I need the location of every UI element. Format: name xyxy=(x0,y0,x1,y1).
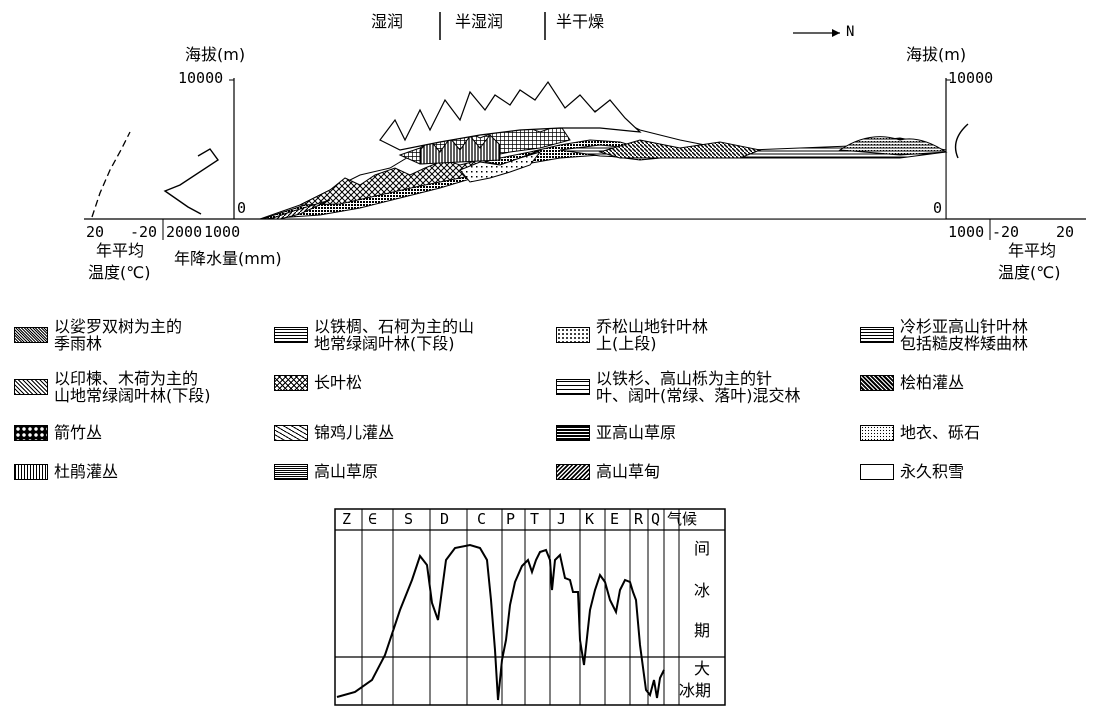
legend-swatch-hlines xyxy=(860,327,894,343)
left-altitude-top: 10000 xyxy=(178,69,224,87)
climate-header-cell: Q xyxy=(651,510,661,528)
left-precip-tick-2000: 2000 xyxy=(166,223,203,241)
legend-item: 以印楝、木荷为主的 山地常绿阔叶林(下段) xyxy=(14,370,211,404)
legend-label: 长叶松 xyxy=(314,373,363,392)
legend-label: 冷杉亚高山针叶林 包括糙皮桦矮曲林 xyxy=(900,317,1029,353)
legend-label: 锦鸡儿灌丛 xyxy=(314,423,395,442)
legend-swatch-blank xyxy=(860,463,894,480)
legend-item: 高山草原 xyxy=(274,463,378,480)
legend-item: 地衣、砾石 xyxy=(860,424,980,441)
legend-item: 以铁杉、高山栎为主的针 叶、阔叶(常绿、落叶)混交林 xyxy=(556,370,801,404)
legend-item: 高山草甸 xyxy=(556,463,660,480)
legend-label: 以铁椆、石柯为主的山 地常绿阔叶林(下段) xyxy=(314,317,475,353)
legend-label: 以印楝、木荷为主的 山地常绿阔叶林(下段) xyxy=(54,369,211,405)
climate-header-cell: 气候 xyxy=(667,510,698,528)
climate-header-cell: R xyxy=(634,510,644,528)
legend-item: 亚高山草原 xyxy=(556,424,676,441)
right-temp-label-1: 年平均 xyxy=(1008,241,1057,260)
interglacial-char-3: 期 xyxy=(694,621,711,640)
legend-swatch-dark-check xyxy=(556,424,590,441)
zone-humid: 湿润 xyxy=(371,12,404,31)
zone-subhumid: 半湿润 xyxy=(455,12,504,31)
right-temp-tick-20: 20 xyxy=(1056,223,1075,241)
legend-label: 杜鹃灌丛 xyxy=(54,462,119,481)
left-altitude-title: 海拔(m) xyxy=(185,45,246,64)
legend-label: 高山草原 xyxy=(314,462,379,481)
left-temp-tick-20: 20 xyxy=(86,223,105,241)
climate-header-cell: J xyxy=(557,510,567,528)
legend-swatch-zigzag xyxy=(274,424,308,441)
climate-header-cell: E xyxy=(610,510,620,528)
glacial-char-1: 大 xyxy=(694,659,711,678)
left-temp-label-1: 年平均 xyxy=(96,241,145,260)
legend-label: 以铁杉、高山栎为主的针 叶、阔叶(常绿、落叶)混交林 xyxy=(596,369,801,405)
legend-label: 箭竹丛 xyxy=(54,423,103,442)
climate-header-cell: P xyxy=(506,510,516,528)
legend-label: 乔松山地针叶林 上(上段) xyxy=(596,317,709,353)
legend-swatch-backdiag xyxy=(556,463,590,480)
legend-label: 地衣、砾石 xyxy=(900,423,981,442)
legend-item: 以铁椆、石柯为主的山 地常绿阔叶林(下段) xyxy=(274,318,474,352)
interglacial-char-1: 间 xyxy=(694,539,711,558)
legend-swatch-bamboo xyxy=(14,424,48,441)
left-precip-label: 年降水量(mm) xyxy=(174,249,282,268)
interglacial-char-2: 冰 xyxy=(694,581,711,600)
climate-header-cell: S xyxy=(404,510,414,528)
left-altitude-zero: 0 xyxy=(237,199,247,217)
legend-swatch-speckle xyxy=(860,424,894,441)
left-temp-tick-minus20: -20 xyxy=(130,223,158,241)
legend-swatch-fine-hatch xyxy=(274,463,308,480)
legend-label: 亚高山草原 xyxy=(596,423,677,442)
climate-header-cell: C xyxy=(477,510,487,528)
legend-swatch-bricks xyxy=(556,379,590,395)
left-precip-tick-1000: 1000 xyxy=(204,223,241,241)
right-temp-tick-minus20: -20 xyxy=(992,223,1020,241)
legend-swatch-grid xyxy=(274,327,308,343)
legend-swatch-diag xyxy=(14,379,48,395)
legend-swatch-cross xyxy=(274,374,308,391)
left-temp-label-2: 温度(℃) xyxy=(88,263,151,282)
north-label: N xyxy=(846,24,855,40)
legend-item: 冷杉亚高山针叶林 包括糙皮桦矮曲林 xyxy=(860,318,1028,352)
legend-item: 乔松山地针叶林 上(上段) xyxy=(556,318,708,352)
right-altitude-title: 海拔(m) xyxy=(906,45,967,64)
legend-item: 以娑罗双树为主的 季雨林 xyxy=(14,318,182,352)
legend-label: 以娑罗双树为主的 季雨林 xyxy=(54,317,183,353)
legend-item: 箭竹丛 xyxy=(14,424,102,441)
zone-semiarid: 半干燥 xyxy=(556,12,605,31)
right-precip-tick-1000: 1000 xyxy=(948,223,985,241)
right-altitude-zero: 0 xyxy=(933,199,943,217)
legend-label: 高山草甸 xyxy=(596,462,661,481)
legend-item: 桧柏灌丛 xyxy=(860,374,964,391)
climate-header-cell: D xyxy=(440,510,450,528)
legend-swatch-dark-cross xyxy=(860,374,894,391)
climate-header-cell: ∈ xyxy=(368,510,378,528)
legend-label: 桧柏灌丛 xyxy=(900,373,965,392)
legend-swatch-vlines xyxy=(14,463,48,480)
legend-item: 永久积雪 xyxy=(860,463,964,480)
legend-item: 杜鹃灌丛 xyxy=(14,463,118,480)
glacial-char-2: 冰期 xyxy=(679,681,712,700)
climate-header-cell: K xyxy=(585,510,595,528)
right-altitude-top: 10000 xyxy=(948,69,994,87)
climate-header-cell: Z xyxy=(342,510,352,528)
right-temp-label-2: 温度(℃) xyxy=(998,263,1061,282)
legend-item: 锦鸡儿灌丛 xyxy=(274,424,394,441)
legend-label: 永久积雪 xyxy=(900,462,965,481)
legend-item: 长叶松 xyxy=(274,374,362,391)
climate-header-cell: T xyxy=(530,510,540,528)
legend-swatch-dots xyxy=(556,327,590,343)
legend-swatch-dense-dots xyxy=(14,327,48,343)
